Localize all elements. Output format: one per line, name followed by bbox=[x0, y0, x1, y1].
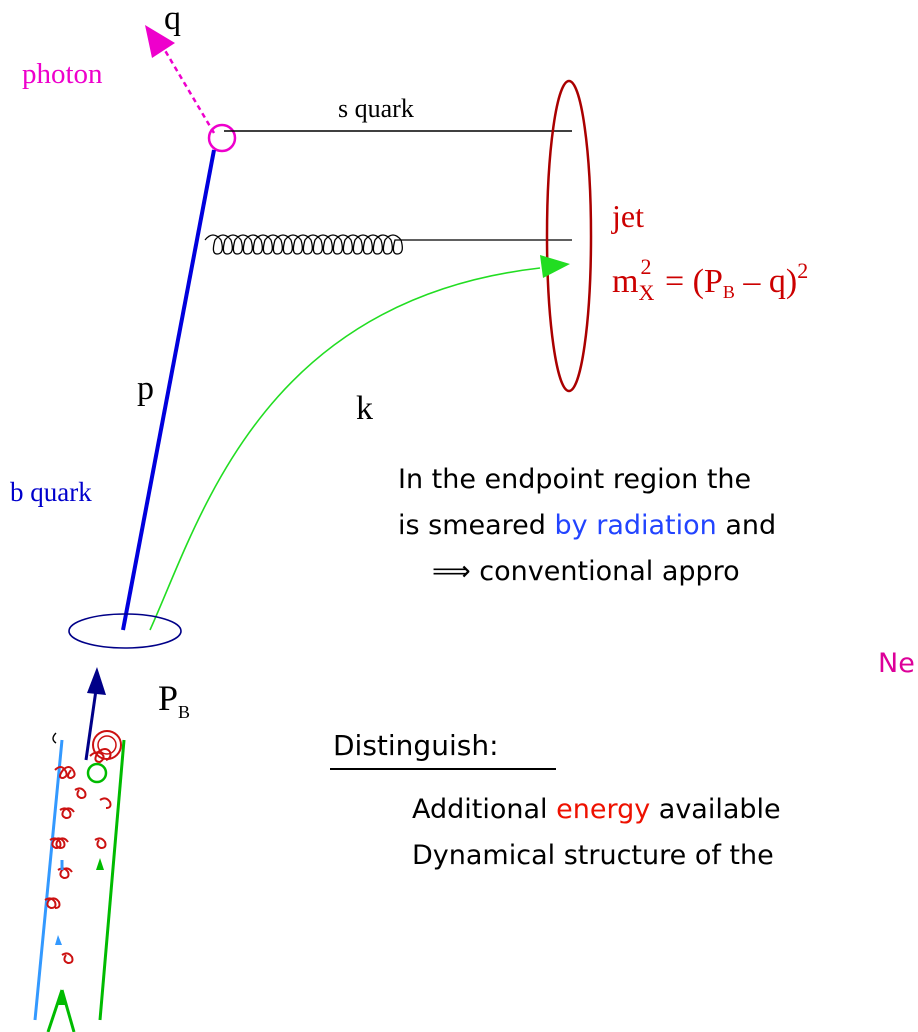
formula-sq: 2 bbox=[797, 258, 809, 283]
text-line-2-highlight: by radiation bbox=[554, 510, 717, 541]
s-quark-label: s quark bbox=[338, 94, 414, 123]
distinguish-heading: Distinguish: bbox=[333, 729, 499, 762]
q-label: q bbox=[164, 0, 181, 37]
text-line-2: is smeared by radiation and bbox=[398, 510, 776, 541]
p-label: p bbox=[137, 370, 154, 407]
text-additional-prefix: Additional bbox=[412, 794, 557, 825]
ne-fragment: Ne bbox=[878, 648, 915, 679]
formula-b-sub: B bbox=[722, 282, 735, 302]
implies-arrow: ⟹ bbox=[432, 556, 471, 587]
formula-eq: = (P bbox=[656, 263, 723, 300]
jet-label: jet bbox=[612, 198, 644, 234]
formula-m: m bbox=[612, 263, 639, 300]
text-line-3: ⟹ conventional appro bbox=[432, 556, 740, 587]
b-quark-line bbox=[121, 149, 216, 631]
text-additional: Additional energy available bbox=[412, 794, 781, 825]
photon-arrow-head bbox=[145, 25, 175, 58]
jet-ellipse bbox=[545, 79, 593, 393]
photon-label: photon bbox=[22, 58, 103, 90]
pb-sub: B bbox=[178, 702, 191, 722]
formula-exp: 2 bbox=[640, 254, 652, 279]
photon-vertex bbox=[207, 123, 237, 153]
k-momentum-line bbox=[149, 267, 541, 631]
text-additional-highlight: energy bbox=[556, 794, 651, 825]
pb-arrow-head bbox=[87, 667, 106, 695]
formula-sub: X bbox=[638, 280, 655, 305]
b-quark-label: b quark bbox=[10, 477, 92, 507]
text-additional-suffix: available bbox=[650, 794, 781, 825]
text-line-3-text: conventional appro bbox=[470, 556, 740, 587]
formula-minus-q: – q) bbox=[734, 263, 798, 300]
meson-ellipse bbox=[68, 613, 182, 649]
text-dynamical: Dynamical structure of the bbox=[412, 840, 774, 871]
pb-label: PB bbox=[158, 680, 190, 721]
k-arrow-head bbox=[540, 255, 570, 278]
k-label: k bbox=[356, 390, 373, 427]
photon-line bbox=[158, 41, 216, 134]
gluon-line bbox=[204, 234, 572, 255]
text-line-2-prefix: is smeared bbox=[398, 510, 555, 541]
pb-P: P bbox=[158, 678, 179, 718]
meson-inset-graphic bbox=[33, 730, 126, 1032]
text-line-2-suffix: and bbox=[716, 510, 777, 541]
pb-vector-line bbox=[84, 689, 98, 761]
text-line-1: In the endpoint region the bbox=[398, 464, 752, 495]
